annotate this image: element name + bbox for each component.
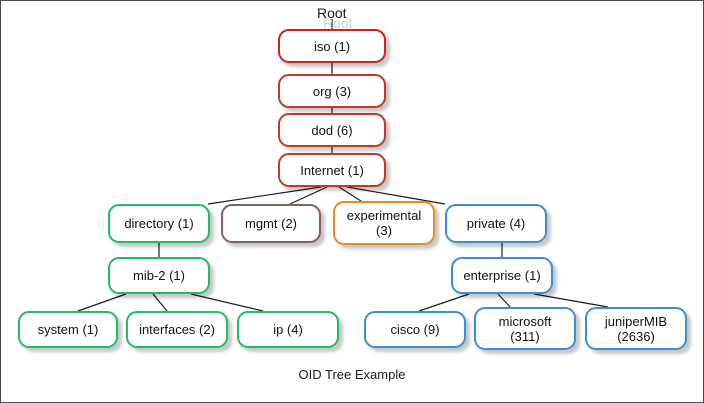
node-ip[interactable]: ip (4) bbox=[237, 311, 339, 348]
node-label: org (3) bbox=[312, 83, 352, 99]
node-label: juniperMIB (2636) bbox=[604, 313, 668, 344]
edge-mib2-to-system bbox=[77, 293, 127, 312]
node-label: mib-2 (1) bbox=[132, 268, 185, 283]
node-label: directory (1) bbox=[124, 216, 194, 231]
node-label: Internet (1) bbox=[300, 162, 364, 178]
node-directory[interactable]: directory (1) bbox=[108, 204, 210, 243]
node-label: enterprise (1) bbox=[463, 268, 541, 283]
edge-internet-to-directory bbox=[207, 186, 322, 205]
node-label: mgmt (2) bbox=[245, 216, 297, 231]
edge-enterprise-to-microsoft bbox=[497, 293, 511, 308]
node-experimental[interactable]: experimental (3) bbox=[333, 201, 435, 245]
node-system[interactable]: system (1) bbox=[18, 311, 118, 348]
node-internet[interactable]: Internet (1) bbox=[278, 153, 386, 187]
node-interfaces[interactable]: interfaces (2) bbox=[126, 311, 228, 348]
edge-internet-to-mgmt bbox=[289, 186, 328, 205]
node-label: interfaces (2) bbox=[139, 322, 215, 337]
node-enterprise[interactable]: enterprise (1) bbox=[451, 257, 553, 294]
node-label: cisco (9) bbox=[390, 322, 440, 337]
node-label: private (4) bbox=[466, 216, 526, 231]
node-label: experimental (3) bbox=[346, 208, 422, 238]
node-org[interactable]: org (3) bbox=[278, 74, 386, 108]
node-dod[interactable]: dod (6) bbox=[278, 113, 386, 147]
edge-enterprise-to-juniperMIB bbox=[533, 293, 609, 308]
root-label-shadow: Root bbox=[323, 15, 353, 31]
node-label: microsoft (311) bbox=[498, 313, 552, 344]
node-cisco[interactable]: cisco (9) bbox=[364, 311, 466, 348]
figure-caption: OID Tree Example bbox=[298, 367, 406, 382]
node-label: ip (4) bbox=[273, 322, 303, 337]
node-label: system (1) bbox=[37, 322, 99, 337]
edge-internet-to-experimental bbox=[338, 186, 362, 202]
node-mgmt[interactable]: mgmt (2) bbox=[221, 204, 321, 243]
edge-enterprise-to-cisco bbox=[418, 293, 470, 312]
node-juniperMIB[interactable]: juniperMIB (2636) bbox=[585, 307, 687, 350]
node-mib2[interactable]: mib-2 (1) bbox=[108, 257, 210, 294]
node-private[interactable]: private (4) bbox=[445, 204, 547, 243]
edge-mib2-to-ip bbox=[190, 293, 264, 312]
edge-mib2-to-interfaces bbox=[152, 293, 168, 312]
node-microsoft[interactable]: microsoft (311) bbox=[474, 307, 576, 350]
node-label: dod (6) bbox=[311, 122, 353, 138]
node-iso[interactable]: iso (1) bbox=[278, 29, 386, 63]
node-label: iso (1) bbox=[313, 38, 351, 54]
root-label: Root bbox=[317, 5, 347, 21]
